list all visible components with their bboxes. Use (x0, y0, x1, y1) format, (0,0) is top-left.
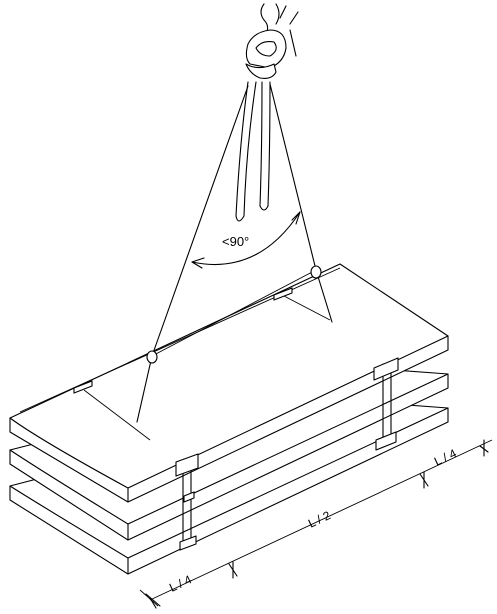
shackle-right (310, 265, 322, 279)
dimension-l2-middle: L / 2 (306, 508, 333, 531)
back-strap (373, 357, 399, 451)
strap-clip-left (73, 380, 93, 394)
sling (136, 83, 333, 423)
dimension-l4-right: L / 4 (432, 446, 459, 469)
strap-clip-back (273, 287, 293, 301)
panel-stack (9, 263, 449, 575)
shackle-left (146, 350, 158, 364)
front-strap (175, 453, 199, 551)
angle-indicator: <90° (191, 211, 301, 269)
dimension-l4-left: L / 4 (167, 572, 194, 595)
angle-label: <90° (222, 234, 249, 249)
crane-hook (235, 3, 299, 222)
